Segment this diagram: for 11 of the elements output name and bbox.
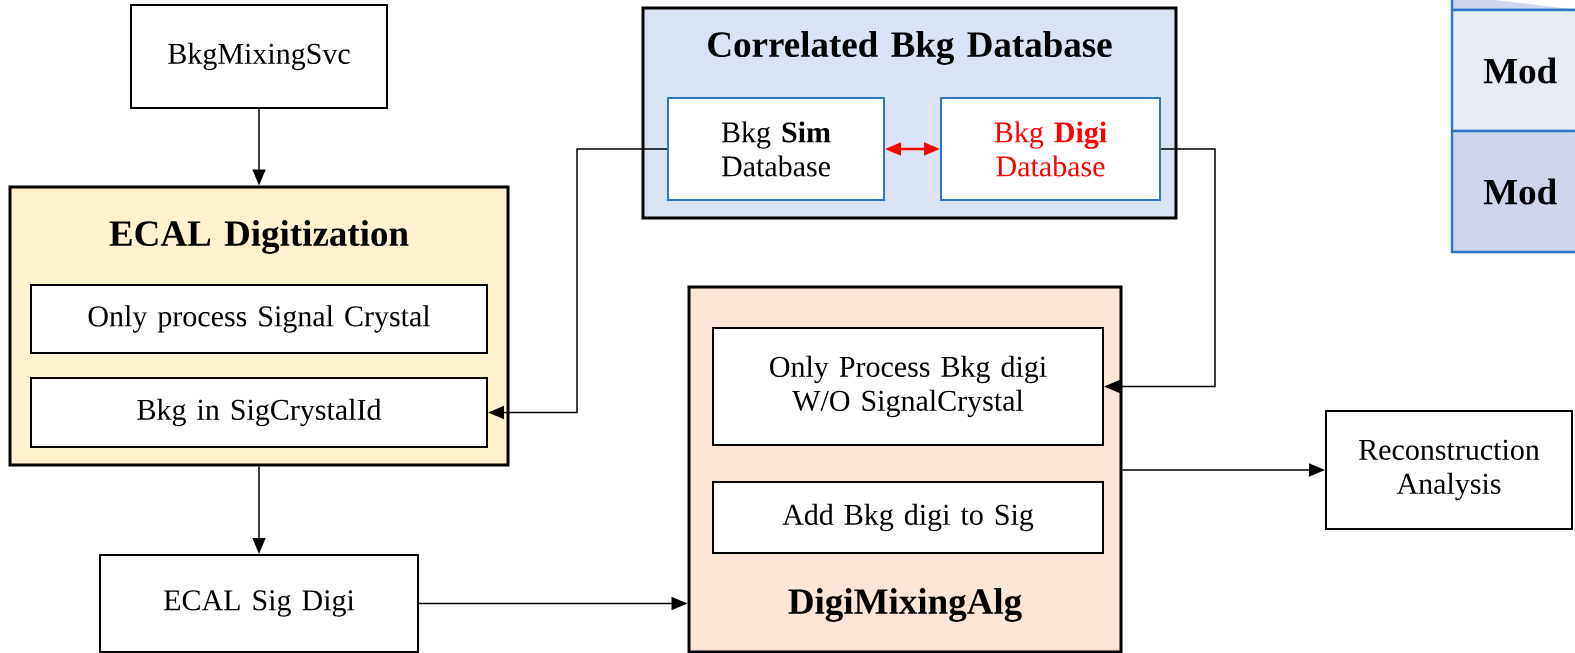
database-box: Bkg Digi Database bbox=[940, 97, 1161, 201]
database-box: Bkg Sim Database bbox=[667, 97, 885, 201]
process-box: Reconstruction Analysis bbox=[1325, 410, 1573, 530]
process-box: ECAL Sig Digi bbox=[99, 554, 419, 653]
table-cell: Mod bbox=[1450, 129, 1575, 254]
process-box: Only process Signal Crystal bbox=[30, 284, 488, 354]
process-box: Bkg in SigCrystalId bbox=[30, 377, 488, 448]
process-box: Add Bkg digi to Sig bbox=[712, 481, 1104, 554]
process-box: BkgMixingSvc bbox=[130, 4, 388, 109]
table-cell: Mod bbox=[1450, 8, 1575, 133]
process-box: Only Process Bkg digi W/O SignalCrystal bbox=[712, 327, 1104, 446]
